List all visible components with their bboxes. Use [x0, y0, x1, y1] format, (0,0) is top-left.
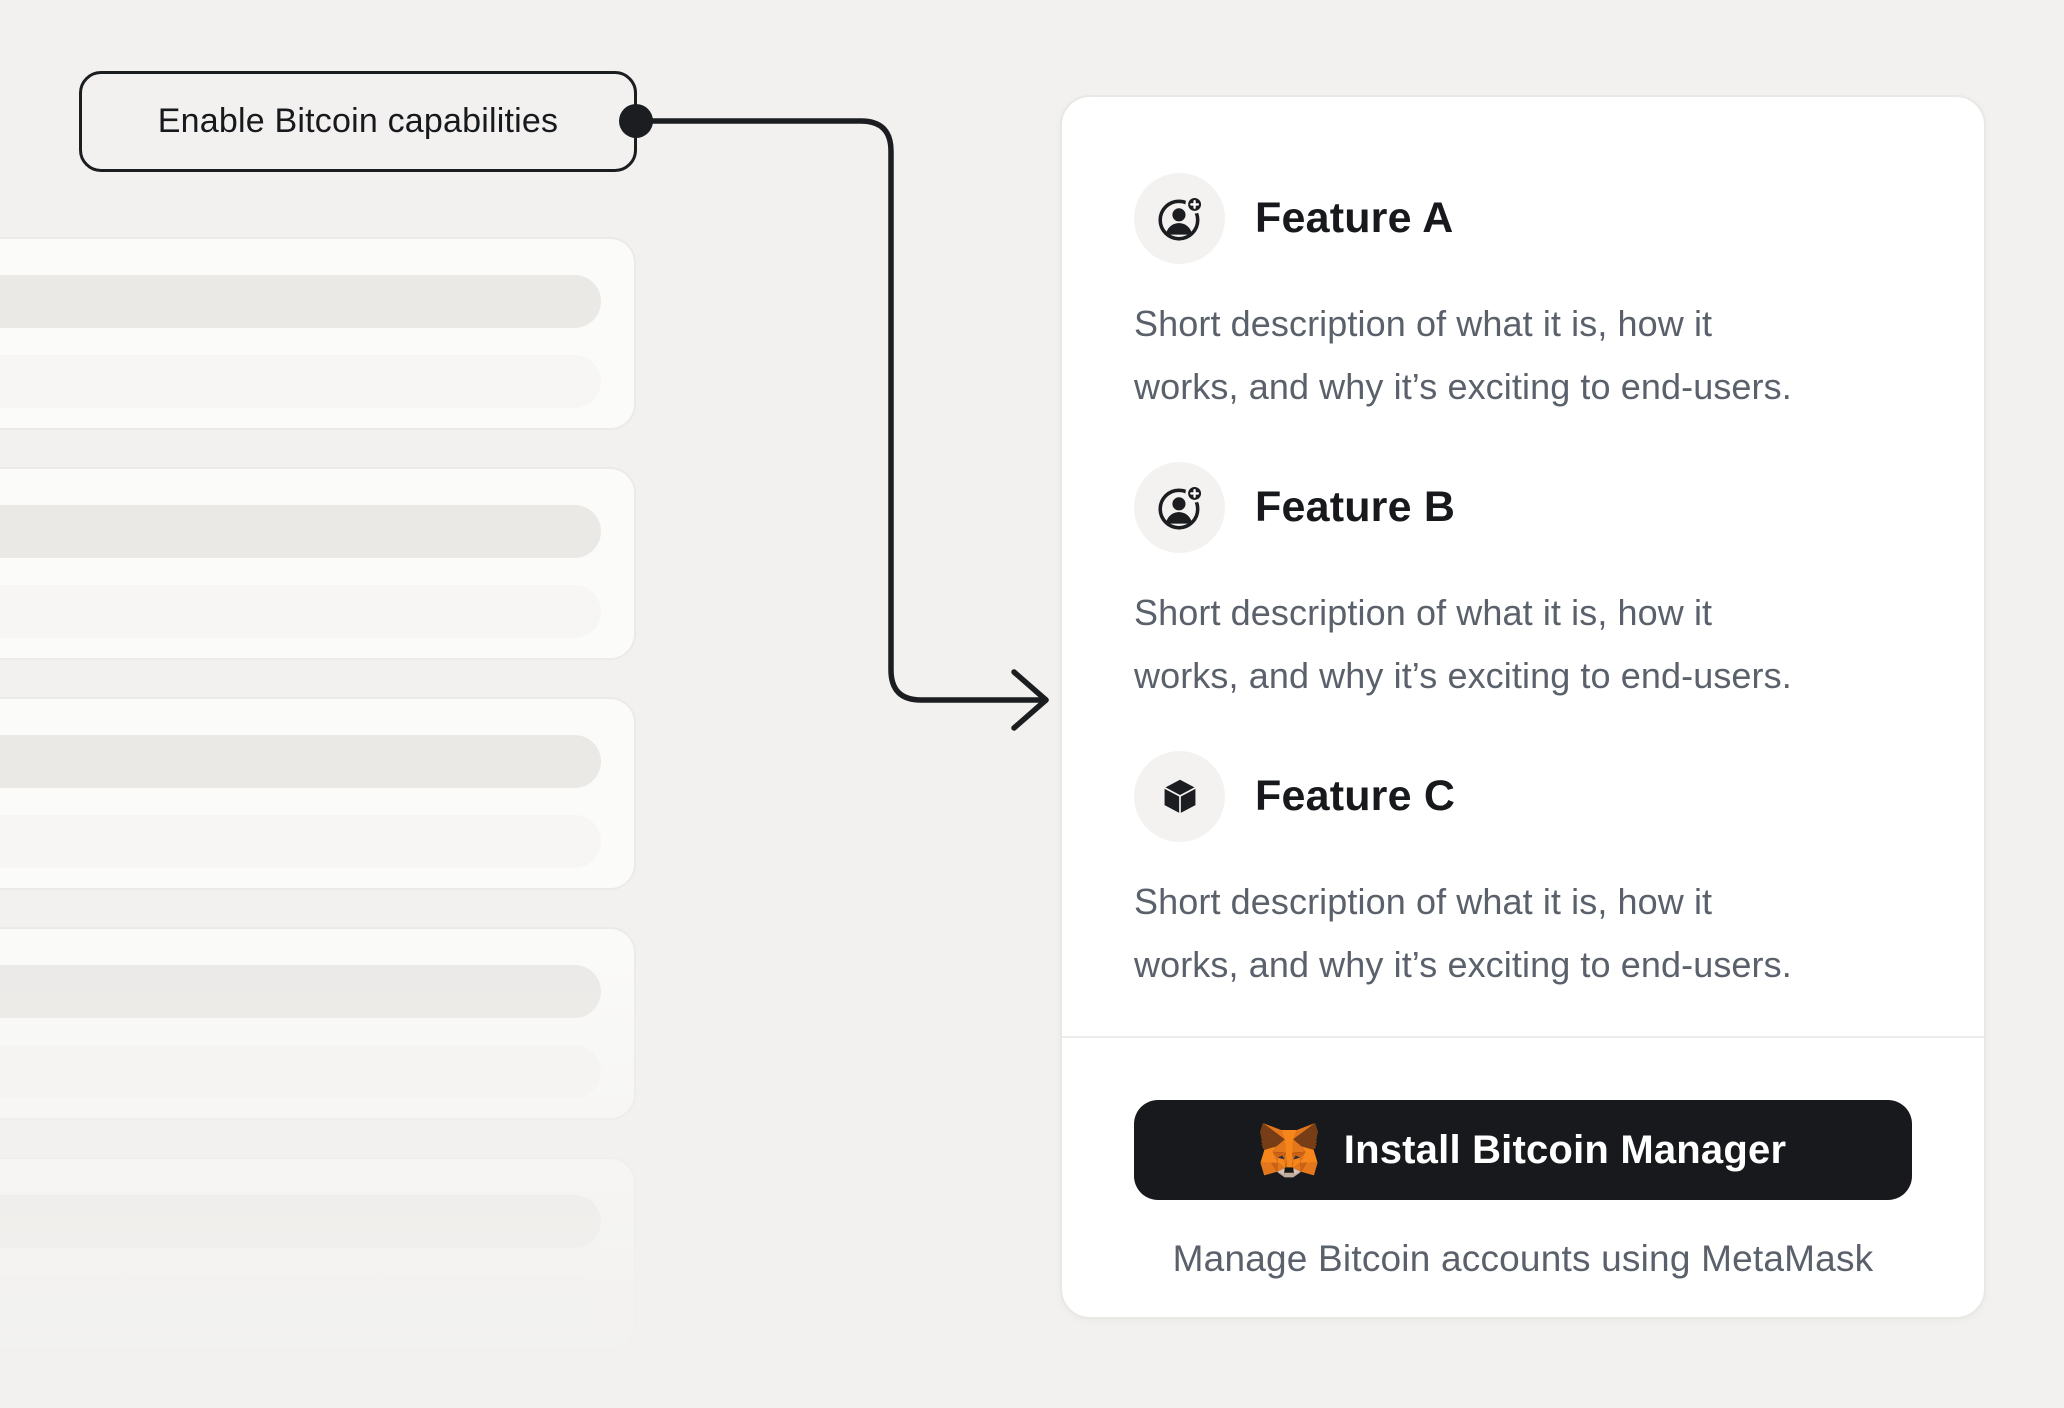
skeleton-bar: [0, 965, 601, 1018]
feature-description-line: Short description of what it is, how it: [1134, 881, 1713, 922]
skeleton-bar: [0, 815, 601, 868]
enable-bitcoin-capabilities-callout[interactable]: Enable Bitcoin capabilities: [79, 71, 637, 172]
feature-description-line: works, and why it’s exciting to end-user…: [1134, 655, 1792, 696]
feature-description-line: works, and why it’s exciting to end-user…: [1134, 366, 1792, 407]
feature-c: Feature C Short description of what it i…: [1134, 751, 1912, 996]
cube-icon: [1134, 751, 1225, 842]
avatar-plus-icon: [1134, 173, 1225, 264]
metamask-fox-icon: [1259, 1122, 1318, 1178]
skeleton-bar: [0, 735, 601, 788]
skeleton-bar: [0, 585, 601, 638]
feature-description-line: works, and why it’s exciting to end-user…: [1134, 944, 1792, 985]
skeleton-card: [0, 697, 636, 890]
feature-description-line: Short description of what it is, how it: [1134, 303, 1713, 344]
feature-description: Short description of what it is, how it …: [1134, 581, 1912, 707]
skeleton-bar: [0, 1195, 601, 1248]
cta-label: Install Bitcoin Manager: [1343, 1127, 1787, 1172]
feature-a: Feature A Short description of what it i…: [1134, 173, 1912, 418]
feature-b: Feature B Short description of what it i…: [1134, 462, 1912, 707]
feature-title: Feature C: [1255, 772, 1456, 820]
feature-description-line: Short description of what it is, how it: [1134, 592, 1713, 633]
feature-description: Short description of what it is, how it …: [1134, 292, 1912, 418]
skeleton-card: [0, 467, 636, 660]
divider: [1062, 1036, 1984, 1038]
skeleton-bar: [0, 275, 601, 328]
cta-caption: Manage Bitcoin accounts using MetaMask: [1172, 1238, 1874, 1279]
skeleton-card: [0, 1157, 636, 1350]
skeleton-bar: [0, 355, 601, 408]
feature-title: Feature B: [1255, 483, 1456, 531]
skeleton-bar: [0, 1275, 601, 1328]
feature-description: Short description of what it is, how it …: [1134, 870, 1912, 996]
install-bitcoin-manager-button[interactable]: Install Bitcoin Manager: [1134, 1100, 1912, 1200]
avatar-plus-icon: [1134, 462, 1225, 553]
feature-title: Feature A: [1255, 194, 1454, 242]
skeleton-bar: [0, 505, 601, 558]
skeleton-bar: [0, 1045, 601, 1098]
feature-panel: Feature A Short description of what it i…: [1060, 95, 1986, 1319]
skeleton-card: [0, 237, 636, 430]
skeleton-card: [0, 927, 636, 1120]
